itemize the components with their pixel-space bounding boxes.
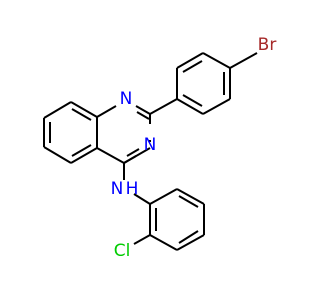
bond bbox=[126, 148, 140, 157]
bond bbox=[71, 108, 92, 121]
bond bbox=[123, 155, 137, 164]
atom-label-br: Br bbox=[258, 35, 277, 55]
atom-label-cl: Cl bbox=[114, 241, 131, 261]
atom-label-n1: N bbox=[120, 89, 133, 109]
bond bbox=[96, 147, 125, 164]
bond bbox=[178, 195, 199, 208]
bond bbox=[149, 98, 178, 115]
bond bbox=[176, 188, 205, 205]
bond bbox=[71, 144, 92, 157]
bond bbox=[176, 98, 204, 115]
molecule-structure-diagram: N N N H Br Cl bbox=[43, 35, 277, 261]
atom-label-nh-n: N bbox=[111, 179, 124, 199]
bond bbox=[182, 94, 203, 107]
bond bbox=[202, 52, 231, 69]
bond bbox=[43, 146, 72, 164]
bond bbox=[149, 188, 178, 205]
bond bbox=[176, 52, 204, 69]
bond bbox=[149, 234, 178, 251]
bond bbox=[135, 105, 151, 115]
bond bbox=[43, 101, 72, 119]
atom-label-nh-h: H bbox=[126, 179, 139, 199]
bond bbox=[70, 147, 98, 164]
bond bbox=[133, 234, 151, 245]
bond bbox=[136, 111, 150, 120]
bond bbox=[176, 234, 205, 251]
bond bbox=[178, 230, 199, 244]
atom-label-group: N N N H Br Cl bbox=[111, 35, 277, 261]
bond bbox=[229, 52, 258, 69]
bond bbox=[182, 60, 203, 73]
bond bbox=[96, 105, 117, 118]
atom-label-n3: N bbox=[144, 135, 157, 155]
bond-group bbox=[43, 52, 258, 251]
bond bbox=[202, 98, 231, 115]
bond bbox=[70, 101, 98, 118]
bond bbox=[133, 193, 151, 205]
